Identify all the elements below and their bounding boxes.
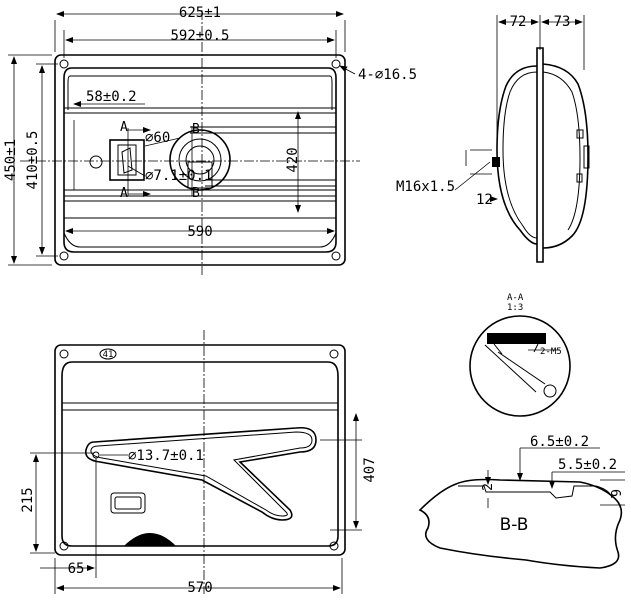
- top-tank-rim: [67, 75, 333, 110]
- dim-offset-label: 58±0.2: [86, 89, 137, 105]
- detail-flange: [487, 333, 546, 344]
- dim-filler-label: ⌀60: [145, 130, 170, 146]
- top-flange-outline: [54, 54, 346, 266]
- filler-neck: [187, 161, 213, 189]
- mount-hole: [331, 251, 341, 261]
- mount-hole: [329, 349, 339, 359]
- section-b-bottom-label: B: [192, 186, 200, 201]
- detail-ring: [543, 384, 557, 398]
- dim-65: 65: [68, 561, 85, 577]
- filler-ring: [178, 138, 222, 182]
- dim-12-label: 12: [476, 192, 493, 208]
- detail-title: A-A: [507, 293, 524, 303]
- bottom-tank-body: [61, 361, 339, 547]
- mount-hole: [329, 541, 339, 551]
- mount-hole: [59, 349, 69, 359]
- pickup-tube-inner: [90, 431, 313, 517]
- side-thread: [492, 157, 500, 167]
- detail-line: [497, 351, 546, 385]
- section-b-title: B-B: [500, 515, 529, 535]
- side-boss: [576, 129, 584, 139]
- mount-hole: [59, 59, 69, 69]
- side-view: [454, 15, 590, 263]
- drain-plate-inner: [114, 496, 142, 510]
- dim-5-5: 5.5±0.2: [558, 457, 617, 473]
- side-boss: [576, 173, 583, 183]
- mount-hole: [59, 541, 69, 551]
- dim-width: 592±0.5: [170, 28, 229, 44]
- side-body-right: [542, 63, 589, 249]
- dim-height: 410±0.5: [25, 130, 41, 189]
- sender-outer: [109, 139, 145, 181]
- drain-plate: [110, 492, 146, 514]
- bottom-view: [30, 330, 362, 594]
- small-hole: [89, 155, 103, 169]
- section-b-edge: [595, 485, 613, 499]
- section-a-top-label: A: [120, 120, 128, 135]
- dim-thread-label: M16x1.5: [396, 179, 455, 195]
- dim-small-hole-label: ⌀7.1±0.1: [145, 168, 212, 184]
- part-badge: [99, 348, 117, 360]
- dim-2: 2: [481, 483, 496, 491]
- sender-detail: [121, 147, 133, 174]
- detail-scale: 1:3: [507, 303, 523, 313]
- dim-overall-width: 625±1: [179, 5, 221, 21]
- side-flange: [536, 47, 544, 263]
- dim-6-5: 6.5±0.2: [530, 434, 589, 450]
- dim-bottom-height: 407: [362, 457, 378, 482]
- dim-inner-height: 420: [285, 147, 301, 172]
- side-body-inner: [542, 71, 581, 231]
- dim-side-left: 72: [510, 14, 527, 30]
- dim-570: 570: [187, 580, 212, 596]
- detail-bolts: [493, 343, 539, 355]
- top-tank-body: [63, 67, 337, 253]
- dim-hole-label: 4-⌀16.5: [358, 67, 417, 83]
- detail-circle: [469, 315, 571, 417]
- section-b-top-label: B: [192, 122, 200, 137]
- side-body-left: [496, 65, 538, 245]
- dim-pickup-hole: ⌀13.7±0.1: [128, 448, 204, 464]
- sender-inner: [117, 144, 137, 176]
- dim-inner-width: 590: [187, 224, 212, 240]
- dim-overall-height: 450±1: [3, 139, 19, 181]
- filler-inner: [185, 145, 215, 175]
- section-a-bottom-label: A: [120, 186, 128, 201]
- filler-outer: [169, 129, 231, 191]
- top-view: [8, 10, 360, 275]
- section-b: [418, 447, 625, 569]
- dim-9: 9: [610, 489, 625, 497]
- section-b-flange: [458, 485, 596, 499]
- dim-215: 215: [20, 487, 36, 512]
- side-body-inner: [502, 71, 538, 239]
- band-curve: [63, 232, 337, 248]
- part-badge-label: 41: [103, 350, 114, 360]
- mount-hole: [331, 59, 341, 69]
- detail-line: [484, 344, 537, 393]
- side-cap: [583, 145, 590, 169]
- mount-hole: [59, 251, 69, 261]
- filler-strip: [205, 179, 336, 187]
- bottom-flange-outline: [54, 344, 346, 556]
- detail-2m5-label: 2-M5: [540, 347, 562, 357]
- detail-a: [469, 315, 571, 417]
- pickup-tube-outer: [84, 426, 317, 521]
- drain-arc: [124, 533, 176, 546]
- dim-side-right: 73: [554, 14, 571, 30]
